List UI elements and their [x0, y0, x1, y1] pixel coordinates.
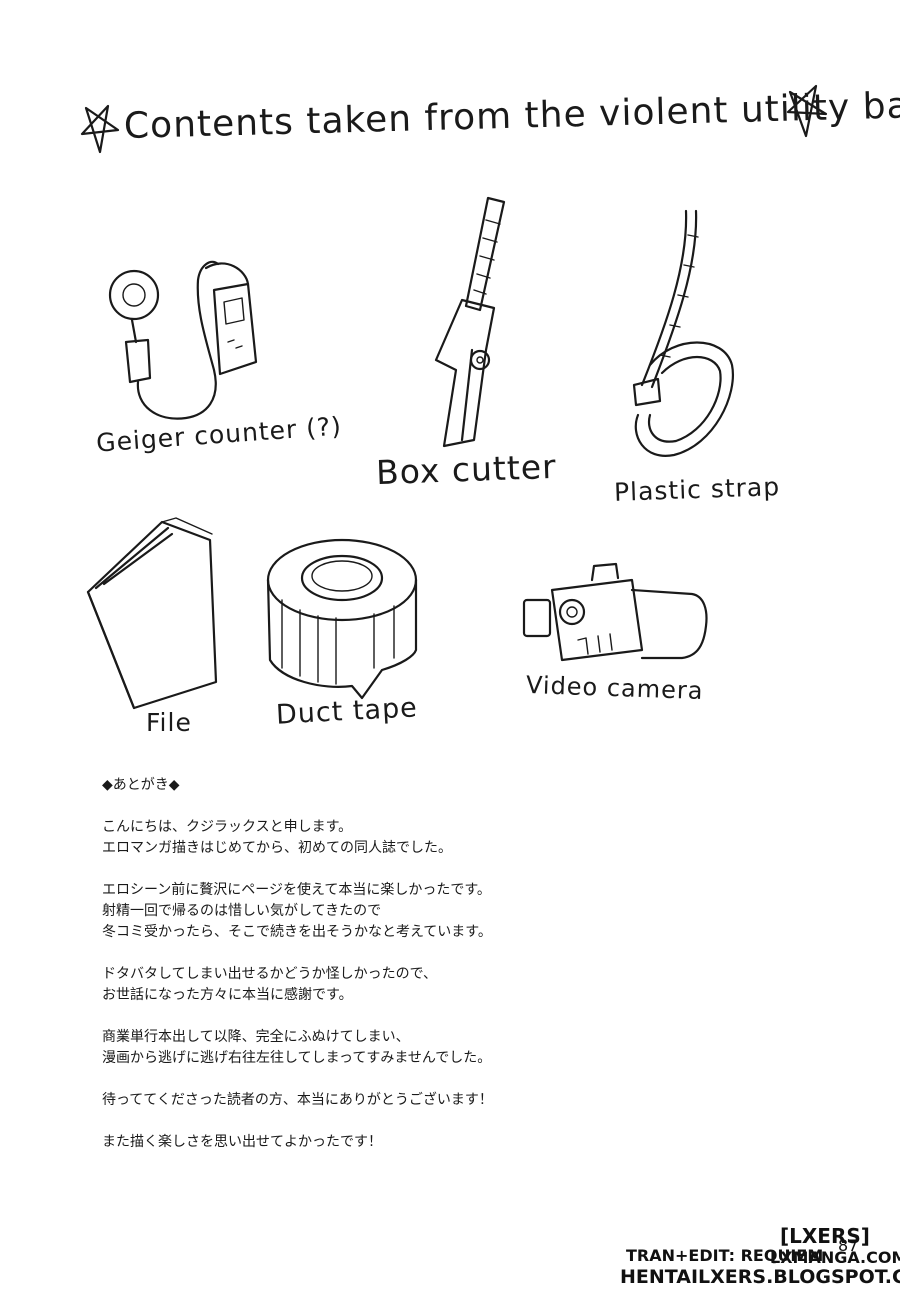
- item-label: Video camera: [525, 670, 704, 706]
- afterword-heading: ◆あとがき◆: [102, 777, 180, 793]
- afterword-paragraph: エロシーン前に贅沢にページを使えて本当に楽しかったです。 射精一回で帰るのは惜し…: [102, 880, 722, 943]
- item-label: File: [146, 708, 192, 737]
- afterword-line: 射精一回で帰るのは惜しい気がしてきたので: [102, 903, 382, 919]
- star-icon: [786, 84, 828, 138]
- credit-site-blog: HENTAILXERS.BLOGSPOT.COM: [620, 1266, 900, 1288]
- file-icon: [86, 517, 218, 710]
- afterword-line: エロマンガ描きはじめてから、初めての同人誌でした。: [102, 840, 452, 856]
- afterword-line: ドタバタしてしまい出せるかどうか怪しかったので、: [102, 966, 438, 982]
- afterword-line: 漫画から逃げに逃げ右往左往してしまってすみませんでした。: [102, 1050, 492, 1066]
- item-duct-tape: Duct tape: [262, 530, 432, 740]
- afterword-line: エロシーン前に贅沢にページを使えて本当に楽しかったです。: [102, 882, 491, 898]
- duct-tape-icon: [266, 538, 418, 700]
- credit-tran-edit: TRAN+EDIT: REQUIEM: [626, 1246, 824, 1265]
- item-label: Duct tape: [275, 692, 419, 731]
- geiger-counter-icon: [108, 260, 258, 420]
- item-label: Plastic strap: [613, 472, 781, 507]
- afterword-line: 冬コミ受かったら、そこで続きを出そうかなと考えています。: [102, 924, 492, 940]
- star-icon: [80, 104, 120, 154]
- afterword-line: こんにちは、クジラックスと申します。: [102, 819, 353, 835]
- credit-group: [LXERS]: [780, 1224, 870, 1248]
- afterword-line: お世話になった方々に本当に感謝です。: [102, 987, 353, 1003]
- page-number: 87: [838, 1236, 859, 1255]
- afterword-paragraph: ドタバタしてしまい出せるかどうか怪しかったので、 お世話になった方々に本当に感謝…: [102, 964, 722, 1006]
- plastic-strap-icon: [632, 209, 734, 457]
- afterword-paragraph: 商業単行本出して以降、完全にふぬけてしまい、 漫画から逃げに逃げ右往左往してしま…: [102, 1027, 722, 1069]
- item-box-cutter: Box cutter: [375, 190, 558, 510]
- afterword-line: 商業単行本出して以降、完全にふぬけてしまい、: [102, 1029, 410, 1045]
- credit-site-lxmanga: LXMANGA.COM: [770, 1248, 900, 1267]
- item-label: Box cutter: [375, 446, 558, 493]
- item-video-camera: Video camera: [522, 560, 722, 720]
- afterword: ◆あとがき◆ こんにちは、クジラックスと申します。 エロマンガ描きはじめてから、…: [102, 775, 722, 1174]
- item-file: File: [80, 512, 240, 742]
- afterword-paragraph: また描く楽しさを思い出せてよかったです！: [102, 1132, 722, 1153]
- item-plastic-strap: Plastic strap: [614, 205, 794, 515]
- page-title-area: Contents taken from the violent utility …: [78, 82, 900, 162]
- item-geiger-counter: Geiger counter (?): [95, 250, 343, 490]
- afterword-line: また描く楽しさを思い出せてよかったです！: [102, 1134, 382, 1150]
- afterword-paragraph: こんにちは、クジラックスと申します。 エロマンガ描きはじめてから、初めての同人誌…: [102, 817, 722, 859]
- afterword-paragraph: 待っててくださった読者の方、本当にありがとうございます！: [102, 1090, 722, 1111]
- box-cutter-icon: [434, 196, 506, 448]
- afterword-line: 待っててくださった読者の方、本当にありがとうございます！: [102, 1092, 493, 1108]
- video-camera-icon: [522, 562, 708, 662]
